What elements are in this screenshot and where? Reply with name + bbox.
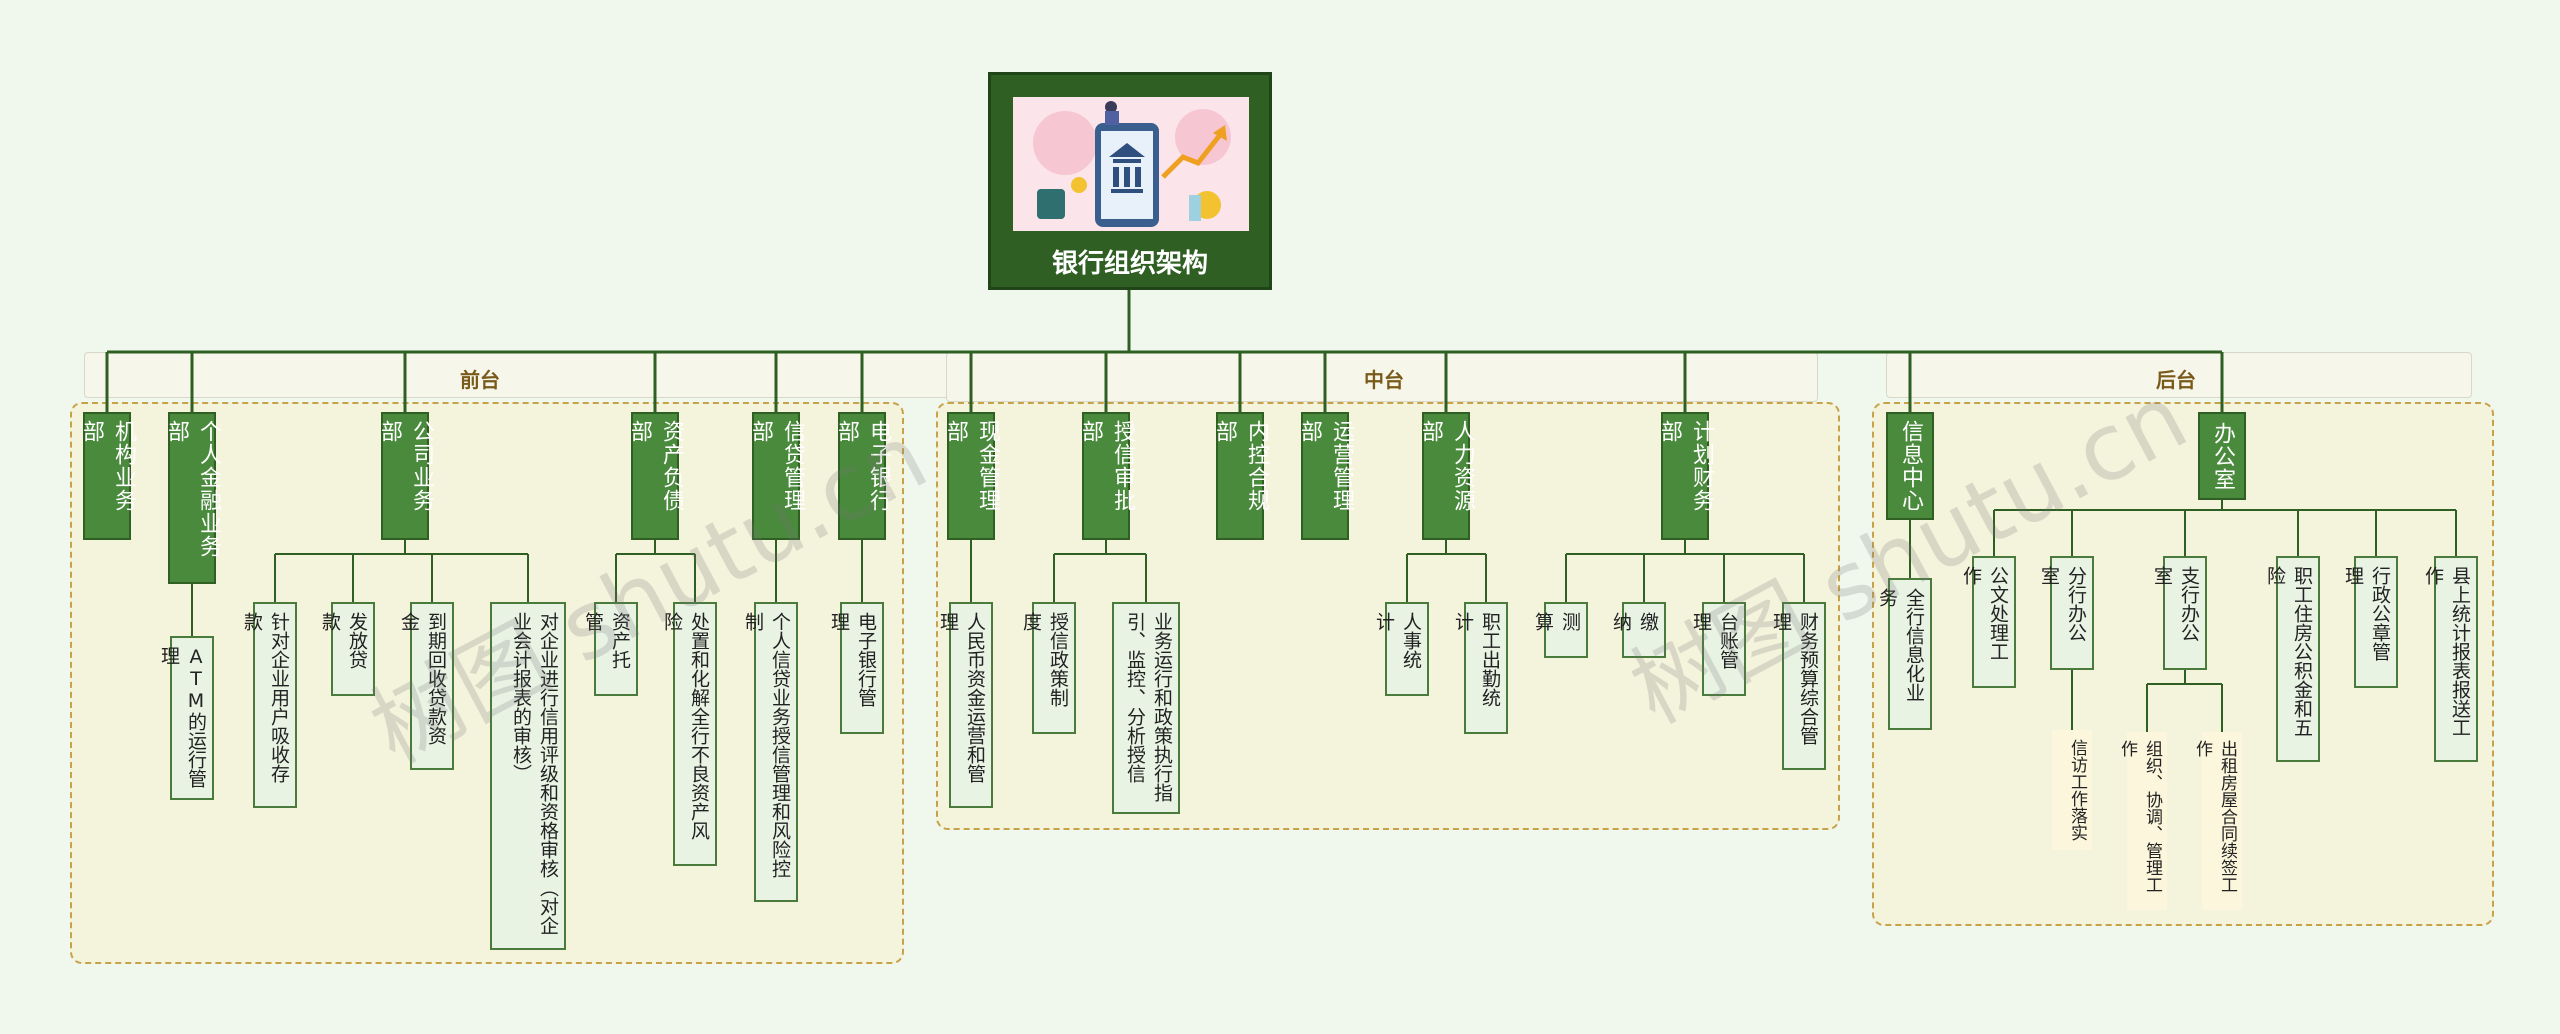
node-dianzi-a: 电子银行管理	[828, 602, 884, 734]
node-xinxi: 信息中心	[1886, 412, 1934, 520]
node-jihua-d: 财务预算综合管理	[1770, 602, 1826, 770]
node-jihua-a: 测算	[1532, 602, 1588, 658]
node-zichan-b: 处置和化解全行不良资产风险	[661, 602, 717, 866]
node-geren-atm: ATM的运行管理	[158, 636, 214, 800]
node-bangong-d: 职工住房公积金和五险	[2264, 556, 2320, 762]
node-gongsi-b: 发放贷款	[319, 602, 375, 696]
node-bangong-c: 支行办公室	[2151, 556, 2207, 670]
node-gongsi: 公司业务部	[377, 412, 434, 540]
bank-illustration	[1013, 97, 1249, 231]
group-title-back: 后台	[2156, 368, 2196, 392]
node-jihua-c: 台账管理	[1690, 602, 1746, 696]
node-renli-a: 人事统计	[1373, 602, 1429, 696]
node-shouxin-b: 业务运行和政策执行指引、监控、分析授信	[1112, 602, 1180, 814]
node-bangong-b1: 信访工作落实	[2052, 730, 2092, 850]
node-xianjin: 现金管理部	[943, 412, 1000, 540]
node-jihua-b: 缴纳	[1610, 602, 1666, 658]
node-jigou: 机构业务部	[79, 412, 136, 540]
node-bangong-f: 县上统计报表报送工作	[2422, 556, 2478, 762]
node-gongsi-c: 到期回收贷款资金	[398, 602, 454, 770]
node-bangong-b: 分行办公室	[2038, 556, 2094, 670]
root-node: 银行组织架构	[988, 72, 1272, 290]
node-neikong: 内控合规部	[1212, 412, 1269, 540]
node-xindai-a: 个人信贷业务授信管理和风险控制	[742, 602, 798, 902]
node-shouxin: 授信审批部	[1078, 412, 1135, 540]
node-zichan-a: 资产托管	[582, 602, 638, 696]
back-title-band	[1886, 352, 2472, 398]
node-bangong-c2: 出租房屋合同续签工作	[2192, 732, 2242, 910]
node-gongsi-d: 对企业进行信用评级和资格审核（对企业会计报表的审核）	[490, 602, 566, 950]
node-bangong-e: 行政公章管理	[2342, 556, 2398, 688]
root-title: 银行组织架构	[1051, 249, 1208, 279]
node-gongsi-a: 针对企业用户吸收存款	[241, 602, 297, 808]
group-title-front: 前台	[460, 368, 500, 392]
node-renli: 人力资源部	[1418, 412, 1475, 540]
node-bangong-a: 公文处理工作	[1960, 556, 2016, 688]
node-jihua: 计划财务部	[1657, 412, 1714, 540]
group-title-middle: 中台	[1364, 368, 1404, 392]
middle-title-band	[946, 352, 1818, 402]
node-xianjin-a: 人民币资金运营和管理	[937, 602, 993, 808]
node-bangong: 办公室	[2198, 412, 2246, 500]
node-shouxin-a: 授信政策制度	[1020, 602, 1076, 734]
node-xinxi-a: 全行信息化业务	[1876, 578, 1932, 730]
node-yunying: 运营管理部	[1297, 412, 1354, 540]
node-zichan: 资产负债部	[627, 412, 684, 540]
node-bangong-c1: 组织、协调、管理工作	[2117, 732, 2167, 910]
node-geren: 个人金融业务部	[164, 412, 221, 584]
